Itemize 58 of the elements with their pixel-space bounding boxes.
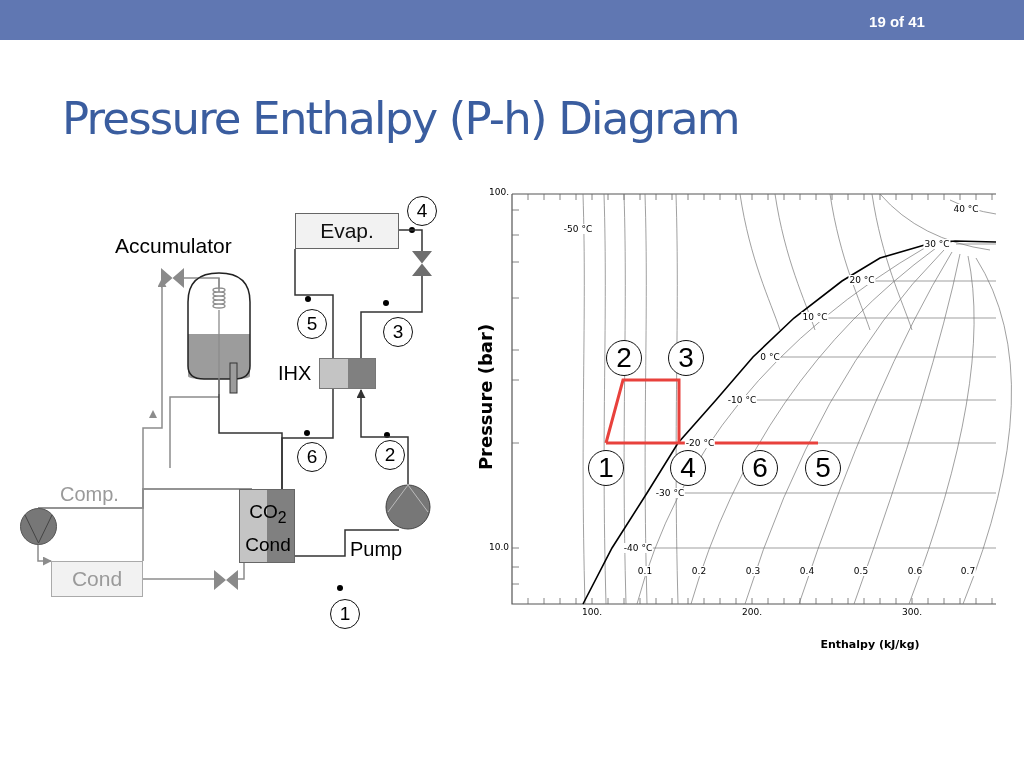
tick-label: 100. (582, 607, 602, 617)
curve-label: 0.4 (798, 566, 816, 576)
curve-label: 10 °C (801, 312, 829, 322)
tick-label: 100. (489, 187, 509, 197)
pipe-line (182, 277, 220, 293)
component-label: Comp. (60, 483, 119, 505)
pipe-line (37, 543, 52, 566)
component-label: Pump (350, 538, 403, 561)
component-label: Accumulator (115, 234, 232, 258)
component-label: IHX (278, 362, 312, 385)
state-number: 6 (742, 450, 778, 486)
curve-label: -50 °C (562, 224, 594, 234)
curve-label: 0.2 (690, 566, 708, 576)
curve-label: 0.1 (636, 566, 654, 576)
curve-label: -40 °C (622, 543, 654, 553)
pipe-line (294, 529, 400, 557)
state-number: 4 (407, 196, 437, 226)
curve-label: 20 °C (848, 275, 876, 285)
tick-label: 200. (742, 607, 762, 617)
tick-label: 300. (902, 607, 922, 617)
pipe-line (142, 578, 216, 580)
state-number: 2 (375, 440, 405, 470)
curve-label: 0.5 (852, 566, 870, 576)
curve-label: -10 °C (726, 395, 758, 405)
curve-label: -20 °C (684, 438, 716, 448)
valve-symbol (412, 251, 432, 276)
curve-label: 40 °C (952, 204, 980, 214)
axis-title: Pressure (bar) (474, 323, 496, 471)
curve-label: 0 °C (759, 352, 781, 362)
state-number: 2 (606, 340, 642, 376)
pipe-line (236, 562, 245, 580)
curve-label: 0.6 (906, 566, 924, 576)
axis-title: Enthalpy (kJ/kg) (820, 637, 920, 651)
state-number: 3 (668, 340, 704, 376)
state-number: 1 (330, 599, 360, 629)
valve-symbol (214, 570, 238, 590)
pipe-line (356, 389, 409, 485)
state-number: 5 (297, 309, 327, 339)
state-number: 4 (670, 450, 706, 486)
pipe-line (398, 229, 423, 253)
condenser-box: Cond (51, 561, 143, 597)
tick-label: 10.0 (489, 542, 509, 552)
pipe-line (294, 248, 334, 359)
state-number: 1 (588, 450, 624, 486)
curve-label: 0.7 (959, 566, 977, 576)
curve-label: 30 °C (923, 239, 951, 249)
slide-title: Pressure Enthalpy (P-h) Diagram (62, 92, 739, 145)
curve-label: 0.3 (744, 566, 762, 576)
state-number: 5 (805, 450, 841, 486)
state-number: 6 (297, 442, 327, 472)
evaporator-box: Evap. (295, 213, 399, 249)
curve-label: -30 °C (654, 488, 686, 498)
valve-symbol (161, 268, 184, 288)
state-number: 3 (383, 317, 413, 347)
component-label: CO$_{2}$ Cond (244, 500, 292, 557)
page-number: 19 of 41 (869, 12, 925, 30)
condenser-block (239, 489, 295, 563)
pipe-line (360, 274, 423, 359)
